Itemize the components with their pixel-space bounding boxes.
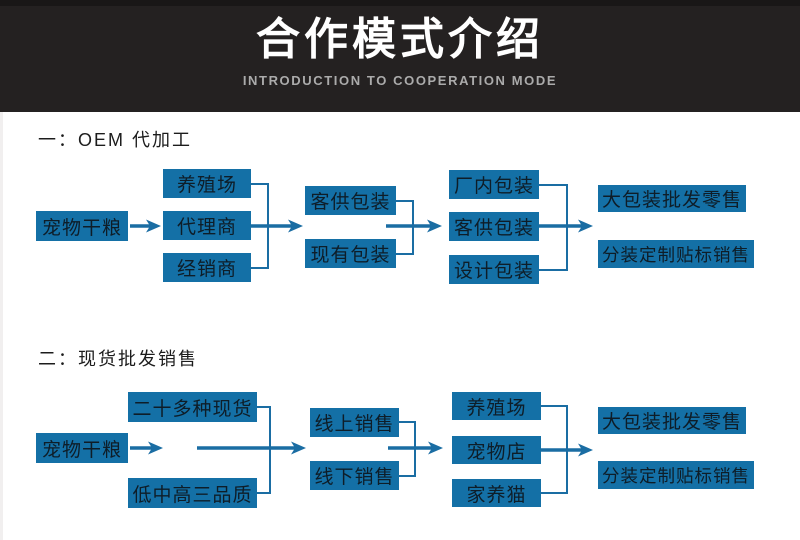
flow-node-s1-custom-label: 分装定制贴标销售 — [598, 240, 754, 268]
flow-arrowhead-icon — [148, 441, 163, 455]
flow-node-s2-pet-store: 宠物店 — [452, 436, 541, 464]
section-title-spot-sales: 二：现货批发销售 — [38, 349, 198, 369]
flow-node-s1-farm: 养殖场 — [163, 169, 251, 198]
flow-node-s1-pet-food: 宠物干粮 — [36, 211, 128, 241]
flow-node-s2-bulk-retail: 大包装批发零售 — [598, 407, 746, 434]
flow-arrowhead-icon — [427, 219, 442, 233]
page-subtitle: INTRODUCTION TO COOPERATION MODE — [242, 73, 558, 88]
flow-node-s1-exist-pack: 现有包装 — [305, 239, 396, 268]
flow-arrowhead-icon — [578, 443, 593, 457]
flow-node-s2-farm: 养殖场 — [452, 392, 541, 420]
flow-node-s1-design-pack: 设计包装 — [449, 255, 539, 284]
section-title-oem: 一：OEM 代加工 — [38, 130, 193, 150]
flow-node-s2-quality: 低中高三品质 — [128, 478, 257, 508]
flow-node-s1-client-pack2: 客供包装 — [449, 212, 539, 241]
flow-arrowhead-icon — [428, 441, 443, 455]
flow-arrowhead-icon — [578, 219, 593, 233]
flow-node-s1-dealer: 经销商 — [163, 253, 251, 282]
flow-node-s2-house-cat: 家养猫 — [452, 479, 541, 507]
flow-node-s2-custom-label: 分装定制贴标销售 — [598, 461, 754, 489]
flow-node-s1-factory-pack: 厂内包装 — [449, 170, 539, 199]
flow-arrowhead-icon — [291, 441, 306, 455]
flow-node-s2-pet-food: 宠物干粮 — [36, 433, 128, 463]
header-banner: 合作模式介绍 INTRODUCTION TO COOPERATION MODE — [0, 0, 800, 112]
flow-node-s1-bulk-retail: 大包装批发零售 — [598, 185, 746, 212]
flow-node-s2-online: 线上销售 — [310, 408, 399, 437]
flow-arrowhead-icon — [146, 219, 161, 233]
flow-node-s2-stock: 二十多种现货 — [128, 392, 257, 422]
flow-node-s1-client-pack: 客供包装 — [305, 186, 396, 215]
flow-arrowhead-icon — [288, 219, 303, 233]
flow-node-s2-offline: 线下销售 — [310, 461, 399, 490]
flow-node-s1-agent: 代理商 — [163, 211, 251, 240]
page-title: 合作模式介绍 — [256, 15, 544, 64]
